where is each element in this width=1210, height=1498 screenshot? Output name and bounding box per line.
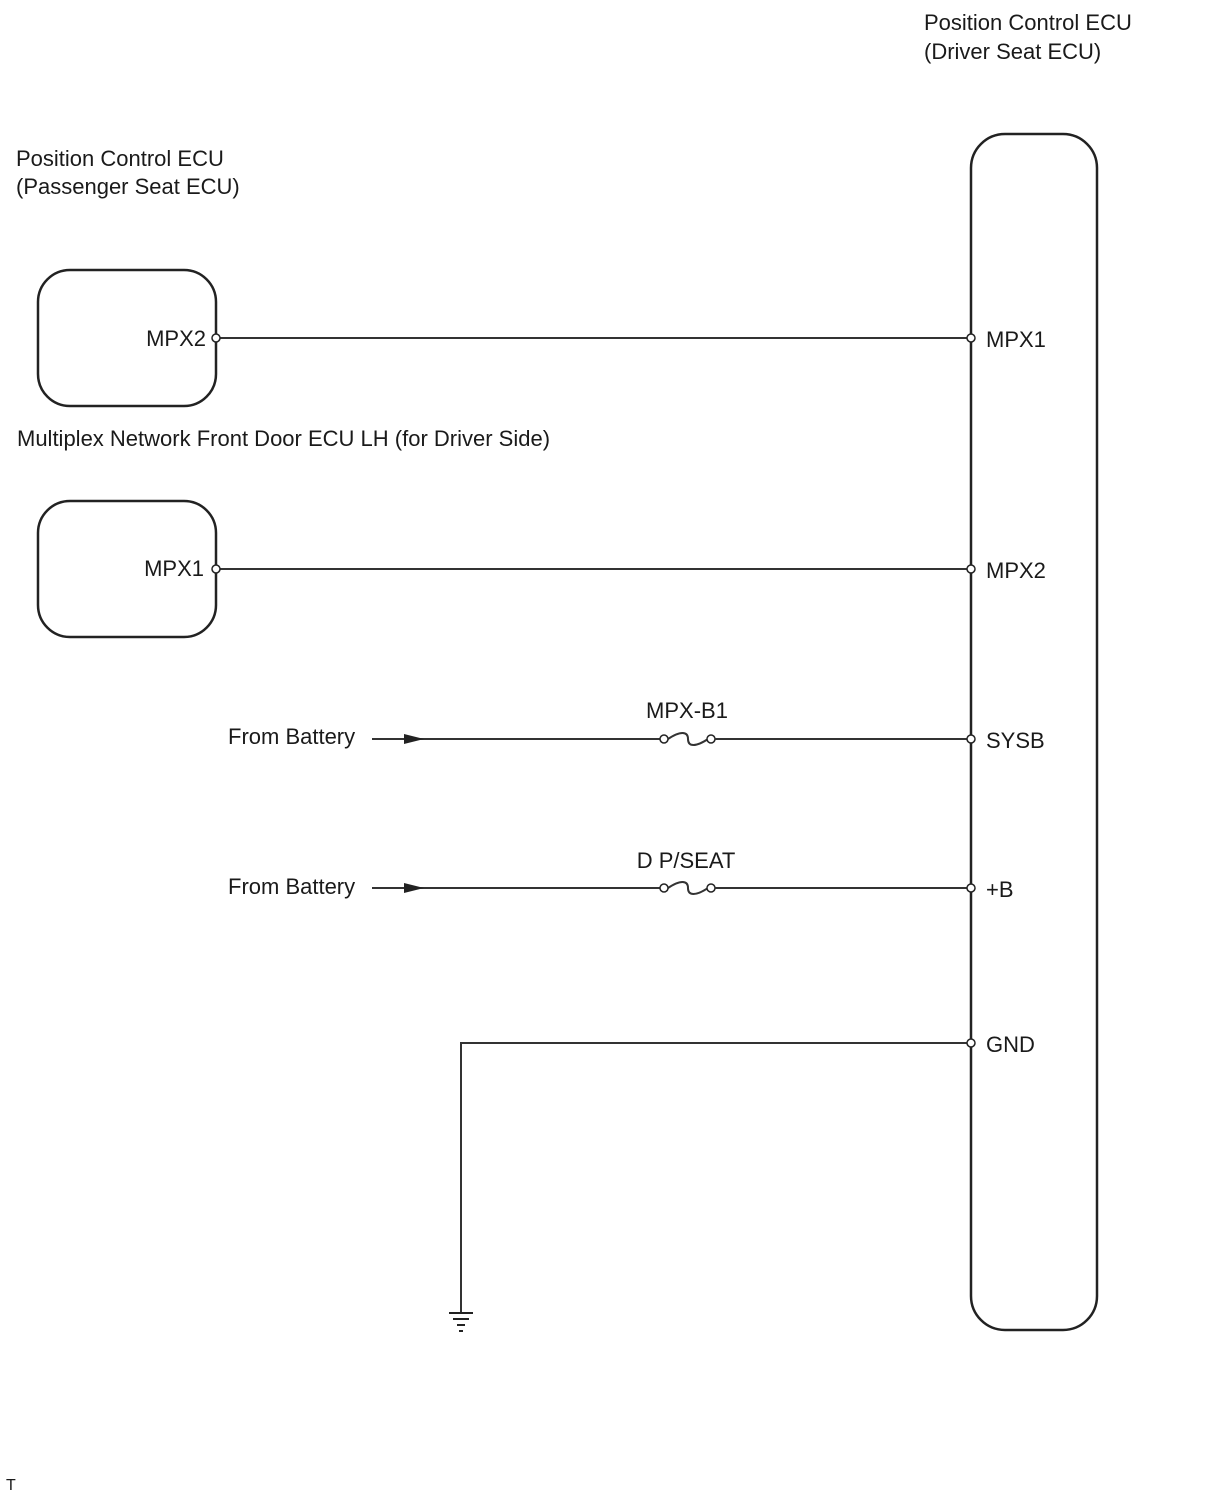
driver-pin-mpx2: MPX2 (986, 558, 1046, 583)
fuse-1-icon (667, 732, 709, 746)
passenger-ecu-subtitle: (Passenger Seat ECU) (16, 174, 240, 199)
fuse-2-icon (667, 881, 709, 895)
driver-pin-gnd: GND (986, 1032, 1035, 1057)
driver-pin-plus-b: +B (986, 877, 1014, 902)
door-ecu-pin-label: MPX1 (144, 556, 204, 581)
terminal-passenger-mpx2 (211, 333, 221, 343)
driver-ecu-box (969, 132, 1099, 1332)
door-ecu-title: Multiplex Network Front Door ECU LH (for… (17, 426, 550, 451)
fuse-2-terminal-b (706, 883, 716, 893)
footer-mark: T (6, 1477, 16, 1494)
terminal-driver-plus-b (966, 883, 976, 893)
wire-ground (460, 1042, 971, 1313)
driver-ecu-title: Position Control ECU (924, 10, 1132, 35)
ground-icon (449, 1312, 473, 1332)
fuse-1-terminal-b (706, 734, 716, 744)
battery-source-1: From Battery (228, 724, 355, 749)
terminal-driver-mpx1 (966, 333, 976, 343)
arrow-battery-2 (404, 883, 424, 893)
driver-pin-mpx1: MPX1 (986, 327, 1046, 352)
driver-ecu-subtitle: (Driver Seat ECU) (924, 39, 1101, 64)
terminal-door-mpx1 (211, 564, 221, 574)
driver-pin-sysb: SYSB (986, 728, 1045, 753)
passenger-ecu-pin-label: MPX2 (146, 326, 206, 351)
fuse-1-terminal-a (659, 734, 669, 744)
terminal-driver-gnd (966, 1038, 976, 1048)
terminal-driver-sysb (966, 734, 976, 744)
fuse-2-label: D P/SEAT (637, 848, 736, 873)
fuse-1-label: MPX-B1 (646, 698, 728, 723)
terminal-driver-mpx2 (966, 564, 976, 574)
fuse-2-terminal-a (659, 883, 669, 893)
passenger-ecu-title: Position Control ECU (16, 146, 224, 171)
arrow-battery-1 (404, 734, 424, 744)
battery-source-2: From Battery (228, 874, 355, 899)
